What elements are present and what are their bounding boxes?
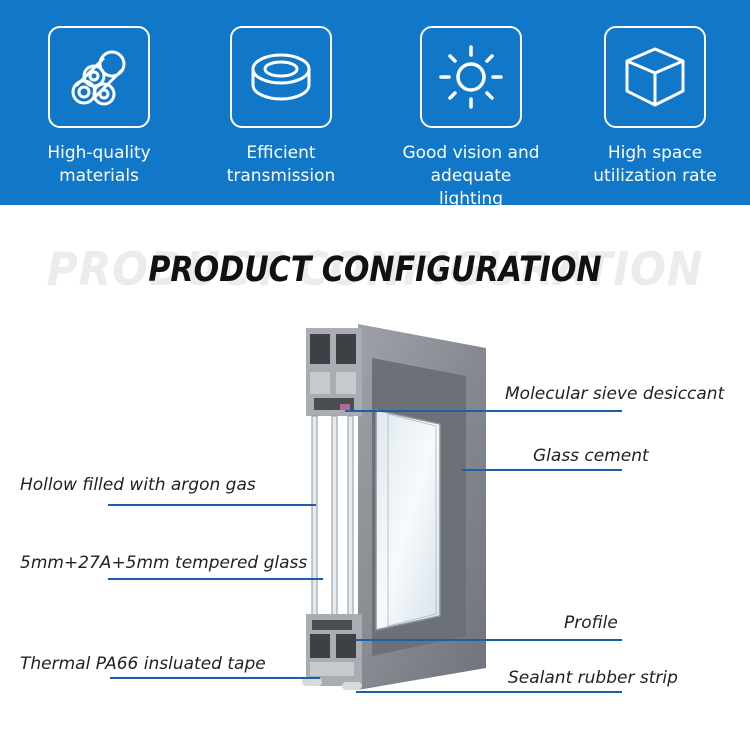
cube-icon [604, 26, 706, 128]
callout-line [108, 578, 323, 580]
feature-materials: High-quality materials [24, 26, 174, 188]
feature-lighting: Good vision and adequate lighting [396, 26, 546, 211]
section-title-block: PRODUCT CONFIGURATION PRODUCT CONFIGURAT… [0, 236, 750, 300]
callout-line [356, 639, 622, 641]
callout-profile: Profile [564, 613, 618, 633]
callout-argon: Hollow filled with argon gas [20, 475, 256, 495]
feature-label: Good vision and adequate lighting [402, 143, 540, 209]
callout-glass-cement: Glass cement [533, 446, 649, 466]
feature-banner: High-quality materials Efficient transmi… [0, 0, 750, 209]
section-title-shadow: PRODUCT CONFIGURATION [46, 242, 704, 296]
callout-molecular-sieve: Molecular sieve desiccant [505, 384, 725, 404]
feature-label: High space utilization rate [593, 143, 717, 186]
feature-label: Efficient transmission [226, 143, 336, 186]
feature-label: High-quality materials [47, 143, 151, 186]
sun-icon [420, 26, 522, 128]
callout-line [345, 410, 622, 412]
callout-thermal-tape: Thermal PA66 insluated tape [20, 654, 266, 674]
callout-line [462, 469, 622, 471]
feature-transmission: Efficient transmission [206, 26, 356, 188]
pipes-icon [48, 26, 150, 128]
callout-line [108, 504, 316, 506]
callout-line [356, 691, 622, 693]
section-title: PRODUCT CONFIGURATION [148, 250, 602, 290]
ring-icon [230, 26, 332, 128]
callout-line [110, 677, 320, 679]
callout-sealant: Sealant rubber strip [508, 668, 678, 688]
callout-glass-spec: 5mm+27A+5mm tempered glass [20, 553, 308, 573]
feature-space: High space utilization rate [580, 26, 730, 188]
window-section-illustration [302, 324, 486, 690]
